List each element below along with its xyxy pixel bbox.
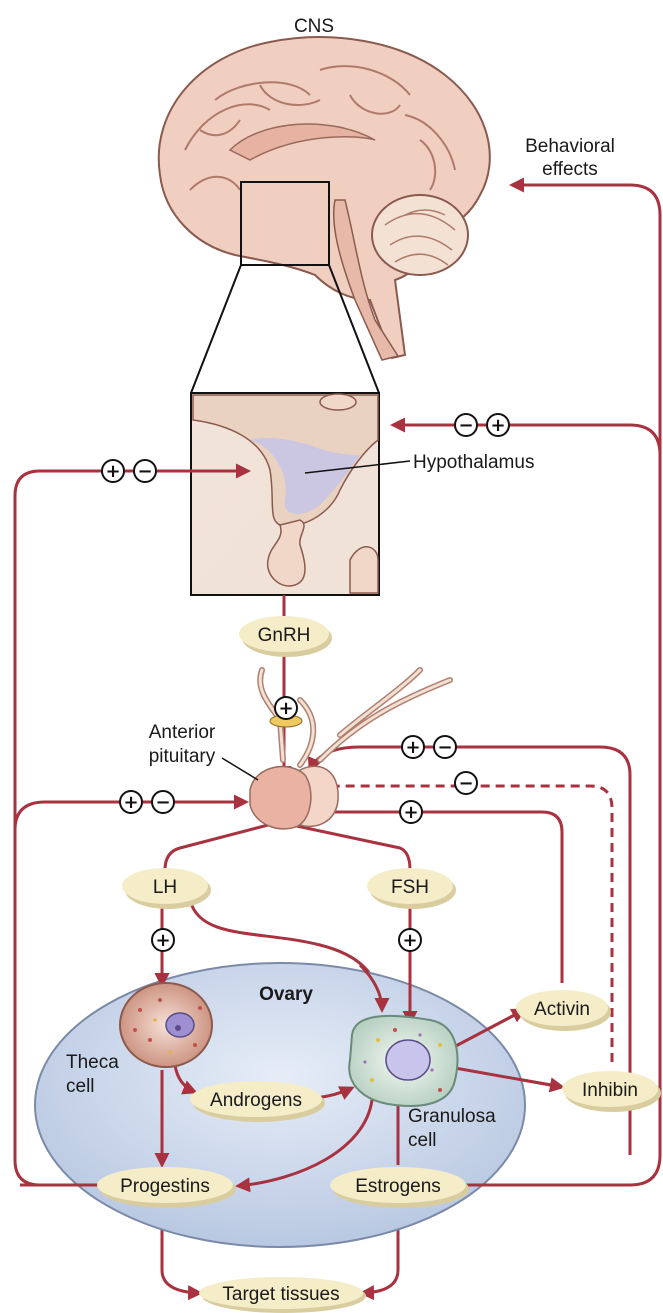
sign-plus-hypothalamus-left: + <box>101 459 125 483</box>
svg-text:+: + <box>402 930 417 951</box>
sign-plus-pituitary-progestin: + <box>119 790 143 814</box>
svg-text:+: + <box>490 415 505 436</box>
activin-pill: Activin <box>516 990 611 1031</box>
androgens-label: Androgens <box>210 1090 302 1111</box>
svg-text:−: − <box>137 461 152 482</box>
sign-plus-fsh: + <box>398 928 422 952</box>
sign-minus-hypothalamus-left: − <box>133 459 157 483</box>
svg-text:+: + <box>405 737 420 758</box>
lh-pill: LH <box>122 868 211 909</box>
anterior-label-line1: Anterior <box>149 722 216 743</box>
theca-label-line1: Theca <box>66 1052 119 1073</box>
fsh-pill: FSH <box>367 868 456 909</box>
inhibin-pill: Inhibin <box>562 1071 661 1112</box>
sign-minus-pituitary-estrogen: − <box>433 735 457 759</box>
theca-label-line2: cell <box>66 1076 95 1097</box>
svg-text:+: + <box>123 792 138 813</box>
estrogens-pill: Estrogens <box>330 1167 469 1208</box>
progestins-pill: Progestins <box>97 1167 236 1208</box>
target-tissues-label: Target tissues <box>222 1284 339 1305</box>
svg-text:−: − <box>155 792 170 813</box>
svg-text:+: + <box>278 698 293 719</box>
svg-text:+: + <box>105 461 120 482</box>
svg-text:+: + <box>403 802 418 823</box>
feedback-signs: − + + − + + − − + + − + + <box>101 413 510 952</box>
sign-plus-gnrh: + <box>274 696 298 720</box>
progestin-target-arrow <box>160 1202 203 1301</box>
lh-label: LH <box>153 877 177 898</box>
granulosa-label-line1: Granulosa <box>408 1106 496 1127</box>
zoom-box <box>240 181 330 266</box>
sign-plus-hypothalamus-right: + <box>486 413 510 437</box>
sign-plus-pituitary-estrogen: + <box>401 735 425 759</box>
granulosa-cell <box>348 1014 459 1107</box>
hypothalamus-box <box>190 392 411 596</box>
svg-text:+: + <box>155 930 170 951</box>
cns-label: CNS <box>294 16 334 37</box>
svg-text:−: − <box>458 773 473 794</box>
brain-illustration <box>157 36 491 394</box>
hormone-pills: GnRH LH FSH Androgens Activin Inhibin <box>97 616 661 1313</box>
gnrh-label: GnRH <box>258 625 311 646</box>
behavioral-label-line2: effects <box>542 159 598 180</box>
hypothalamus-label: Hypothalamus <box>413 452 534 473</box>
androgens-pill: Androgens <box>190 1081 325 1122</box>
behavioral-label-line1: Behavioral <box>525 136 615 157</box>
granulosa-label-line2: cell <box>408 1130 437 1151</box>
estrogens-label: Estrogens <box>355 1176 441 1197</box>
estrogen-behavior-arrow <box>465 177 662 1187</box>
sign-minus-pituitary-progestin: − <box>151 790 175 814</box>
pituitary-lh-line <box>163 823 269 871</box>
sign-minus-hypothalamus-right: − <box>454 413 478 437</box>
target-tissues-pill: Target tissues <box>199 1277 366 1313</box>
gnrh-pill: GnRH <box>239 616 332 657</box>
estrogen-hypothalamus-arrow <box>390 417 662 456</box>
progestins-label: Progestins <box>120 1176 210 1197</box>
ovary-label: Ovary <box>259 984 313 1005</box>
estrogen-target-arrow <box>359 1202 400 1301</box>
activin-pituitary-arrow <box>309 804 564 983</box>
sign-minus-inhibin: − <box>454 771 478 795</box>
sign-plus-lh: + <box>151 928 175 952</box>
sign-plus-activin: + <box>399 800 423 824</box>
fsh-label: FSH <box>391 877 429 898</box>
svg-text:−: − <box>437 737 452 758</box>
pituitary-illustration <box>221 667 453 830</box>
anterior-label-line2: pituitary <box>149 746 216 767</box>
svg-text:−: − <box>458 415 473 436</box>
theca-cell <box>119 982 213 1068</box>
activin-label: Activin <box>534 999 590 1020</box>
progestin-pituitary-arrow <box>13 794 249 831</box>
inhibin-label: Inhibin <box>582 1080 638 1101</box>
pituitary-fsh-line <box>291 823 412 871</box>
